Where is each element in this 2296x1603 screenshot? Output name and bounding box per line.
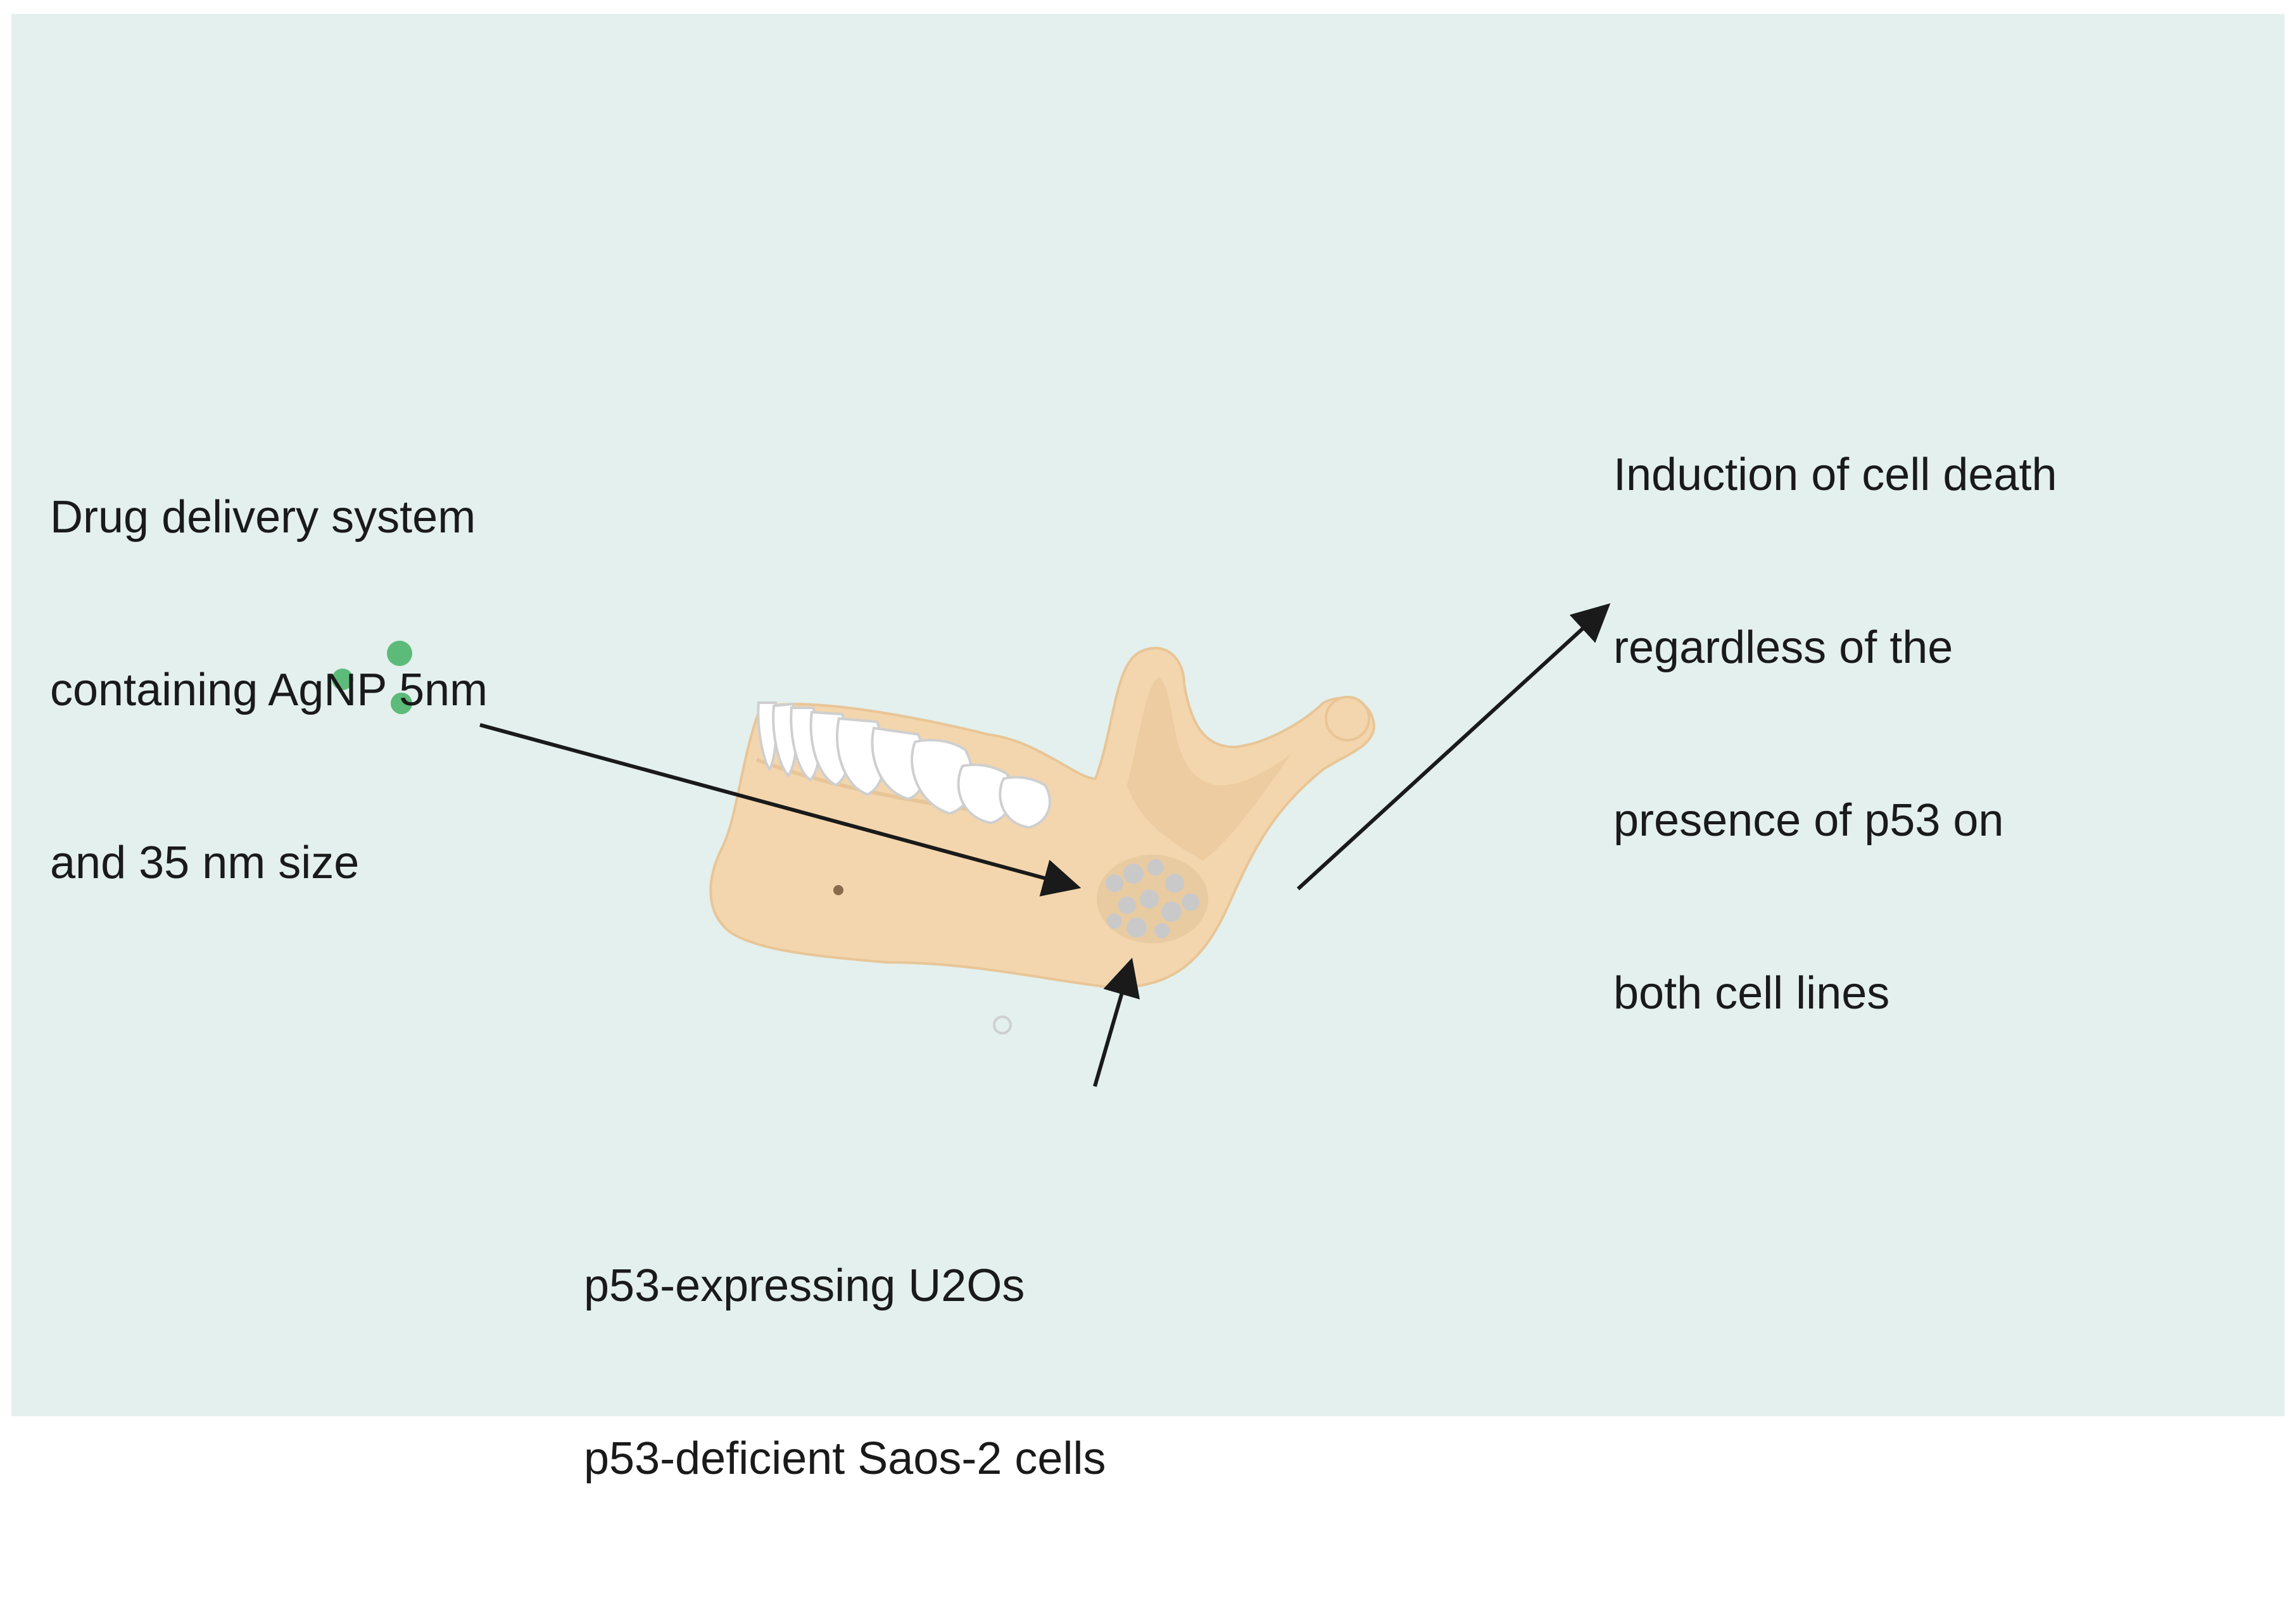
outcome-line-2: regardless of the [1613,622,1953,673]
tumor-cell-cluster-icon [1097,855,1208,943]
drug-delivery-line-3: and 35 nm size [50,838,360,888]
outcome-label: Induction of cell death regardless of th… [1613,331,2057,1138]
figure-canvas: Drug delivery system containing AgNP 5nm… [11,14,2285,1484]
mandible-icon [709,646,1376,1034]
cell-line-2: p53-deficient Saos-2 cells [584,1433,1106,1484]
arrow-to-outcome [1296,603,1611,891]
teeth-icon [757,701,1051,829]
arrow-to-tumor [479,723,1082,896]
cell-line-1: p53-expressing U2Os [584,1260,1025,1311]
outcome-line-4: both cell lines [1613,968,1890,1019]
cell-lines-label: p53-expressing U2Os p53-deficient Saos-2… [584,1142,1106,1603]
nanoparticle-dots-icon [332,641,412,714]
diagram-graphics [332,603,1611,1087]
outcome-line-1: Induction of cell death [1613,449,2057,500]
drug-delivery-line-2: containing AgNP 5nm [50,665,488,715]
drug-delivery-label: Drug delivery system containing AgNP 5nm… [50,374,488,1007]
arrow-from-cell-label [1093,957,1140,1087]
outcome-line-3: presence of p53 on [1613,795,2004,846]
drug-delivery-line-1: Drug delivery system [50,492,476,543]
